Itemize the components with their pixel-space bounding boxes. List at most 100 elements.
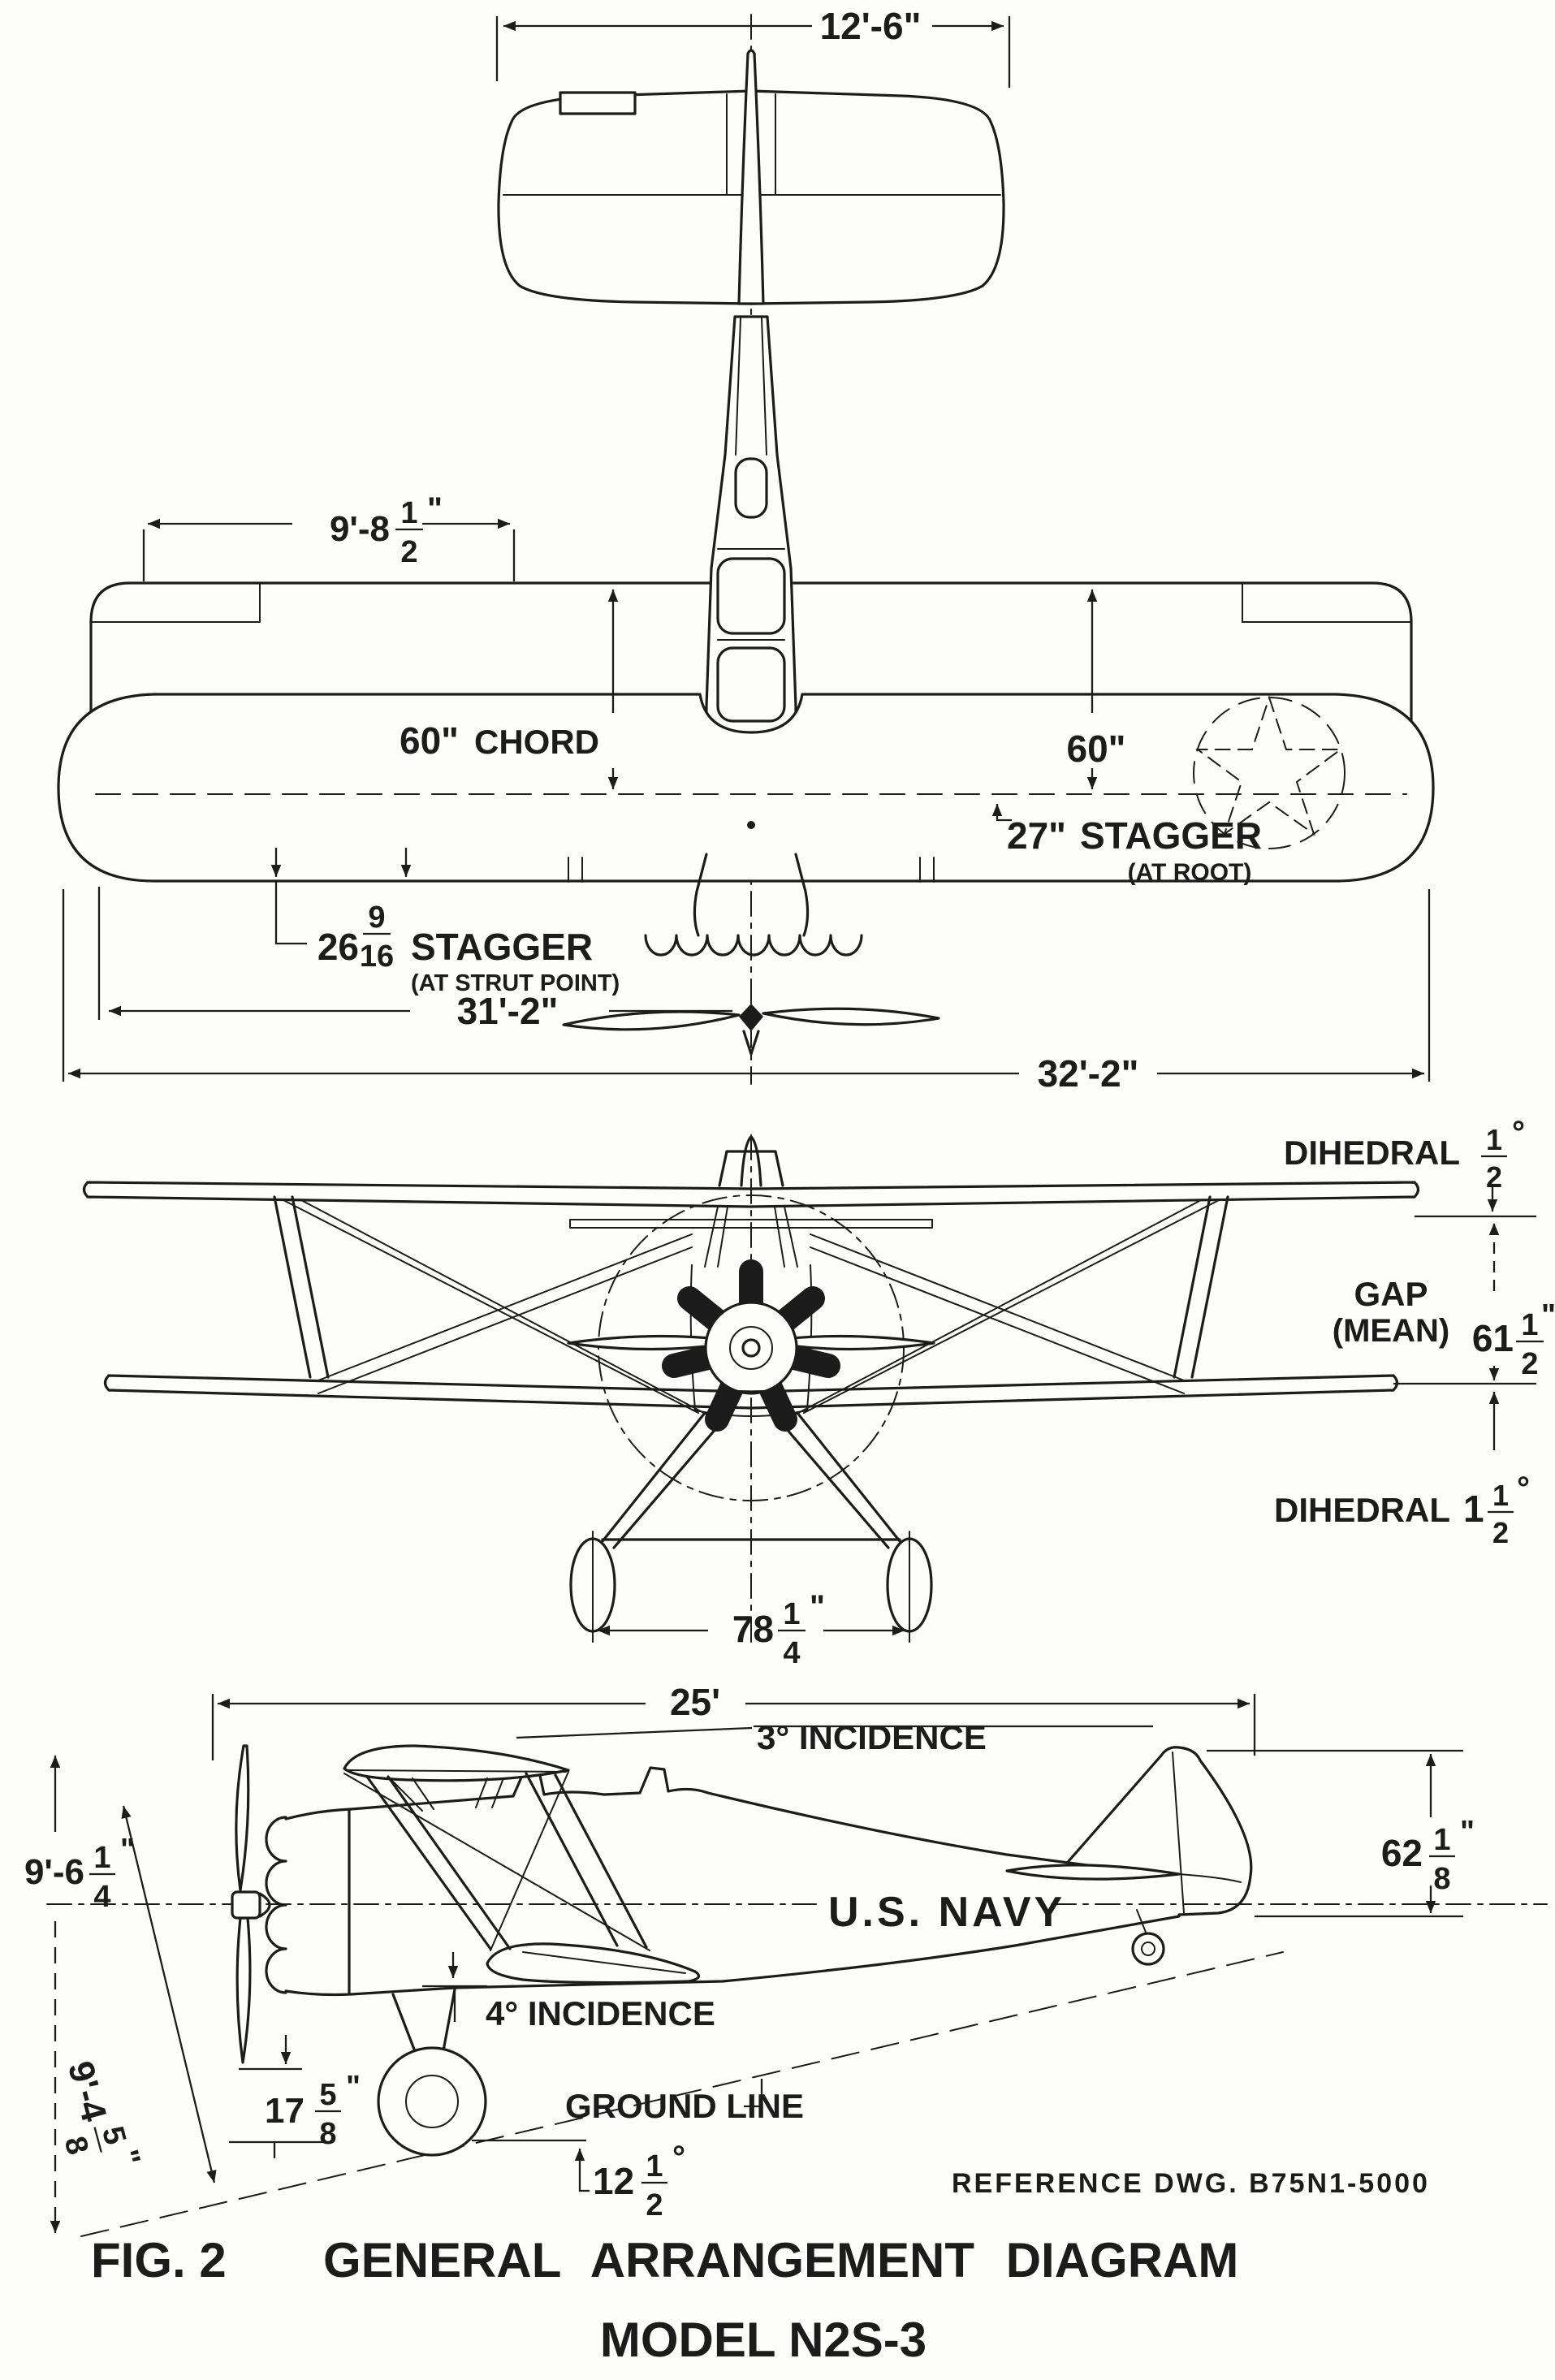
label-panel-span: 9'-8 — [330, 509, 390, 549]
label-chord-left: CHORD — [474, 723, 599, 761]
fuselage-top-side — [349, 1766, 1122, 1871]
dihedral-lower-num: 1 — [1492, 1479, 1509, 1512]
track-num: 1 — [783, 1597, 800, 1631]
prop-blade-left — [562, 1010, 741, 1031]
height-wing-unit: " — [120, 1833, 135, 1867]
tailwheel-hub — [1141, 1942, 1155, 1956]
fuel-cap — [747, 821, 755, 829]
label-gap-value: 61 — [1472, 1317, 1514, 1359]
wires-side — [343, 1771, 650, 1951]
prop-diag-unit: " — [110, 2146, 146, 2169]
prop-diag-den: 8 — [58, 2133, 95, 2158]
tail-height-refs — [1207, 1749, 1463, 1918]
windshield-lines — [717, 548, 785, 641]
prop-blade-down — [235, 1916, 252, 2064]
front-view-drawing — [82, 1134, 1420, 1649]
stagger-strut-num: 9 — [368, 901, 385, 935]
prop-diag-bar — [93, 2127, 102, 2153]
insignia-star — [1194, 694, 1344, 836]
cabane-struts-side — [391, 1777, 504, 1812]
rigging-wires — [283, 1199, 1220, 1420]
incidence-lower-leader — [422, 1985, 487, 2022]
label-track-pre: 78 — [732, 1608, 774, 1650]
engine-hub-ring — [729, 1326, 773, 1370]
label-chord-left-value: 60" — [400, 719, 459, 762]
prop-hub — [739, 1004, 763, 1031]
upper-wing-top-view — [57, 693, 1435, 883]
label-lower-span: 31'-2" — [457, 990, 559, 1032]
fuselage-bottom-side — [349, 1915, 1181, 1996]
title-block: REFERENCE DWG. B75N1-5000 FIG. 2 GENERAL… — [91, 2168, 1428, 2367]
dihedral-upper-num: 1 — [1486, 1123, 1502, 1156]
label-prop-diag: 9'-4 — [60, 2057, 114, 2126]
track-den: 4 — [783, 1636, 800, 1670]
engine-cylinders-top — [644, 934, 863, 957]
windshield-front-view — [718, 1150, 784, 1187]
label-tail-height: 62 — [1381, 1832, 1423, 1874]
tailwheel-strut — [1136, 1909, 1147, 1935]
ext-lines-tail-span — [495, 16, 1011, 88]
label-upper-span: 32'-2" — [1038, 1052, 1139, 1095]
label-gap: GAP — [1354, 1275, 1428, 1313]
main-wheel-side — [377, 2046, 487, 2157]
engine-cylinders-side — [265, 1816, 287, 1994]
panel-span-den: 2 — [400, 535, 417, 569]
ground-angle-den: 2 — [646, 2188, 663, 2222]
elevator-cutout-lines — [726, 93, 776, 196]
ground-line-leader — [744, 2079, 763, 2108]
prop-clearance-num: 5 — [319, 2078, 336, 2112]
dihedral-lower-pre: 1 — [1463, 1488, 1484, 1530]
ext-lines-upper-span — [62, 889, 1431, 1082]
label-ground-line: GROUND LINE — [565, 2087, 804, 2125]
fin-rudder-side — [1067, 1746, 1253, 1916]
label-chord-right: 60" — [1067, 728, 1126, 770]
gap-num: 1 — [1521, 1308, 1538, 1342]
label-gap-mean: (MEAN) — [1333, 1313, 1449, 1349]
dihedral-lower-den: 2 — [1492, 1516, 1509, 1549]
label-length: 25' — [670, 1681, 720, 1723]
lower-wing-side — [486, 1942, 701, 1985]
lower-wing-front-view — [103, 1374, 1399, 1410]
stagger-strut-den: 16 — [360, 939, 394, 974]
upper-wing-side — [343, 1744, 570, 1782]
dihedral-upper-unit: ° — [1512, 1115, 1525, 1151]
side-view-drawing — [46, 1744, 1548, 2237]
label-dihedral-lower: DIHEDRAL — [1274, 1491, 1450, 1529]
rear-cockpit — [716, 646, 786, 723]
interplane-struts-side — [365, 1772, 648, 1950]
label-stagger-root: STAGGER — [1080, 814, 1262, 857]
navy-marking: U.S. NAVY — [828, 1889, 1065, 1936]
prop-blade-up — [235, 1744, 250, 1892]
elevator-side — [1178, 1873, 1242, 1883]
incidence-upper-lines — [516, 1725, 1153, 1739]
panel-span-num: 1 — [400, 496, 417, 530]
spinner-side — [258, 1892, 271, 1918]
label-prop-clearance: 17 — [265, 2091, 305, 2131]
rudder-hinge-side — [1172, 1752, 1185, 1914]
tail-height-num: 1 — [1433, 1823, 1450, 1857]
stagger-strut-bracket — [274, 882, 307, 945]
wheel-centerlines — [592, 1531, 910, 1643]
radial-engine — [662, 1259, 840, 1432]
top-view-drawing — [57, 14, 1435, 1085]
prop-shaft — [741, 1338, 761, 1358]
label-stagger-strut: STAGGER — [411, 926, 593, 968]
ground-line — [80, 1951, 1284, 2237]
ground-angle-num: 1 — [646, 2149, 663, 2183]
label-dihedral-upper: DIHEDRAL — [1284, 1134, 1460, 1172]
panel-span-unit: " — [427, 491, 443, 527]
dihedral-lower-unit: ° — [1517, 1471, 1530, 1506]
prop-hub-side — [231, 1890, 261, 1920]
height-wing-num: 1 — [93, 1841, 110, 1875]
tail-height-unit: " — [1460, 1815, 1475, 1849]
ext-lines-length — [211, 1694, 1256, 1760]
label-incidence-upper: 3° INCIDENCE — [757, 1718, 987, 1756]
cabane-struts — [704, 1206, 798, 1268]
stabilizer-front-view — [569, 1219, 933, 1229]
fig-label: FIG. 2 — [91, 2233, 227, 2287]
fin-front-view — [740, 1135, 762, 1187]
prop-clearance-bottom-line — [229, 2140, 326, 2158]
label-height-wing: 9'-6 — [24, 1852, 84, 1892]
rudder-top-view — [737, 49, 765, 305]
label-incidence-lower: 4° INCIDENCE — [486, 1994, 715, 2032]
